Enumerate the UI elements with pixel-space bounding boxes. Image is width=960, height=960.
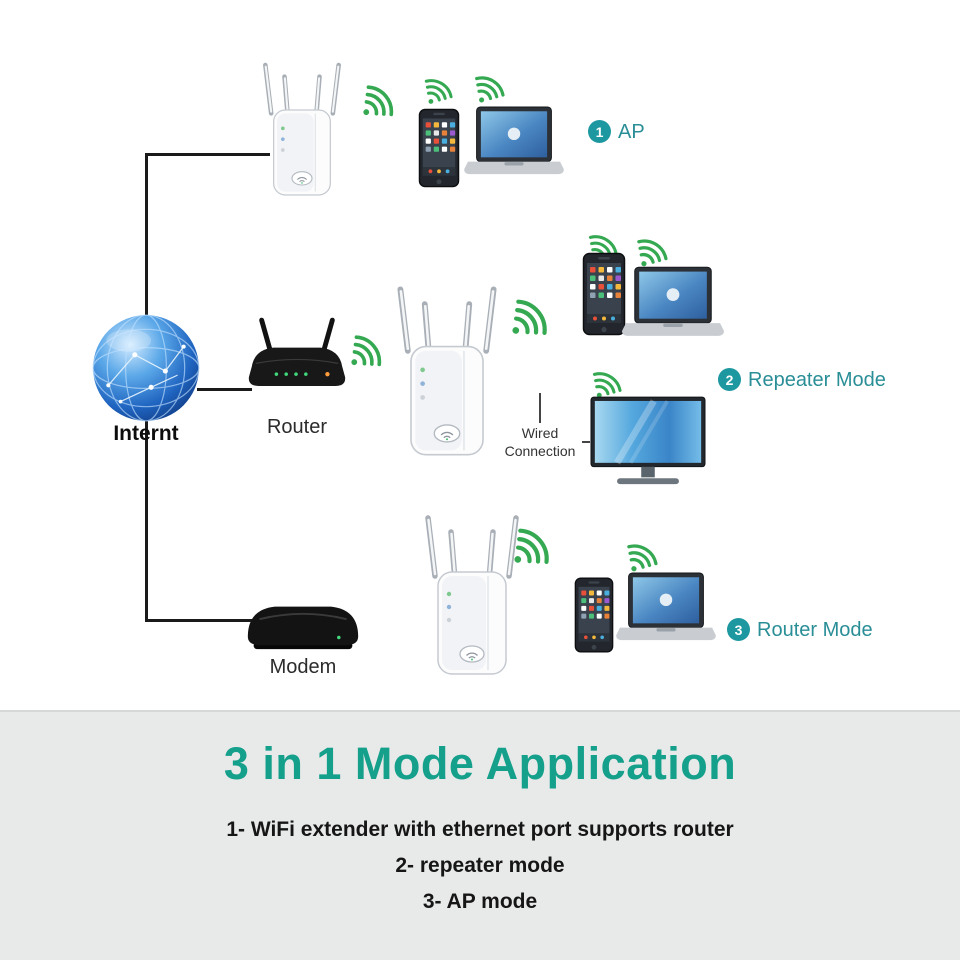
- wifi-extender-icon-1: [260, 60, 344, 200]
- mode-label-router: Router Mode: [757, 619, 873, 641]
- mode-label-ap: AP: [618, 121, 645, 143]
- footer-line-1: 1- WiFi extender with ethernet port supp…: [226, 818, 734, 841]
- smartphone-icon-2: [582, 252, 626, 336]
- modem-icon: [240, 594, 366, 654]
- wired-connector-line: [539, 393, 541, 423]
- footer-lines: 1- WiFi extender with ethernet port supp…: [0, 812, 960, 920]
- mode-badge-number: 2: [725, 371, 734, 388]
- mode-badge-1: 1: [588, 120, 611, 143]
- mode-badge-2: 2: [718, 368, 741, 391]
- wifi-signal-icon: [495, 289, 560, 354]
- mode-badge-3: 3: [727, 618, 750, 641]
- footer-title: 3 in 1 Mode Application: [223, 738, 737, 789]
- smartphone-icon-3: [574, 576, 614, 654]
- connector-line-middle: [197, 388, 252, 391]
- footer: 3 in 1 Mode Application 1- WiFi extender…: [0, 710, 960, 960]
- connector-line-bottom: [145, 619, 260, 622]
- footer-line-2: 2- repeater mode: [395, 854, 565, 877]
- laptop-icon-3: [616, 572, 716, 643]
- modem-label: Modem: [269, 656, 337, 678]
- laptop-icon-1: [464, 106, 564, 177]
- laptop-icon-2: [622, 266, 724, 339]
- mode-badge-number: 1: [595, 123, 604, 140]
- internet-globe-icon: [92, 314, 200, 422]
- router-icon: [243, 317, 351, 396]
- wired-connection-label: Wired Connection: [504, 425, 576, 460]
- router-label: Router: [266, 416, 328, 438]
- mode-badge-number: 3: [734, 621, 743, 638]
- wifi-extender-icon-2: [394, 283, 500, 461]
- internet-label: Internt: [113, 422, 179, 445]
- smartphone-icon-1: [418, 108, 460, 188]
- mode-label-repeater: Repeater Mode: [748, 369, 886, 391]
- connector-line-top: [145, 153, 270, 156]
- footer-line-3: 3- AP mode: [422, 890, 538, 913]
- wired-connector-line: [582, 441, 590, 443]
- wifi-signal-icon: [348, 76, 404, 132]
- tv-icon: [590, 396, 706, 491]
